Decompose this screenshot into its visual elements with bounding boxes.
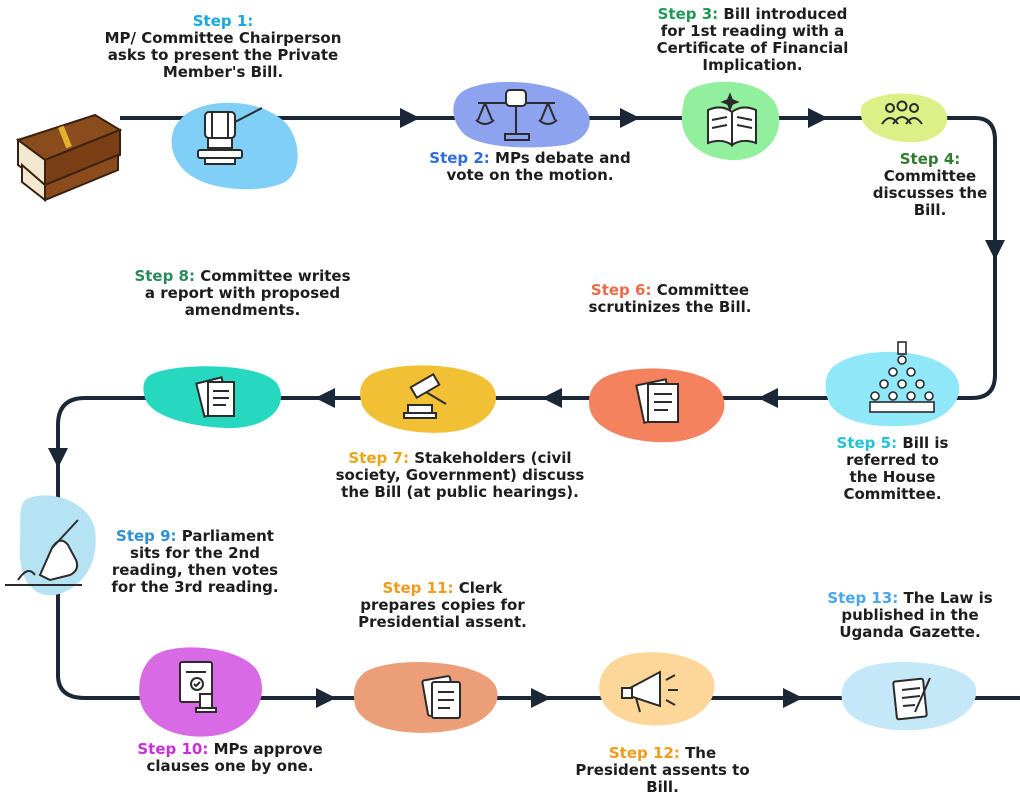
arrow-head xyxy=(315,388,335,408)
arrow-head xyxy=(48,448,68,468)
step5-blob xyxy=(825,351,960,427)
step-5-label: Step 5: xyxy=(836,434,898,452)
flow-path xyxy=(56,116,1020,700)
step1-blob xyxy=(171,102,298,190)
arrow-head xyxy=(542,388,562,408)
step-3-description: Bill introduced for 1st reading with a C… xyxy=(656,5,849,74)
step-2-label: Step 2: xyxy=(429,149,490,167)
assembly-crowd-icon xyxy=(869,341,935,413)
report-documents-icon xyxy=(195,376,235,418)
step-9-label: Step 9: xyxy=(116,527,177,545)
step-1-description: MP/ Committee Chairperson asks to presen… xyxy=(104,29,342,81)
step-12-text: Step 12: The President assents to Bill. xyxy=(575,745,750,796)
step-11-description: Clerk prepares copies for Presidential a… xyxy=(358,579,527,631)
step-13-text: Step 13: The Law is published in the Uga… xyxy=(820,590,1000,641)
arrow-head xyxy=(783,688,803,708)
step-4-description: Committee discusses the Bill. xyxy=(872,167,988,219)
megaphone-icon xyxy=(621,670,678,713)
step-3-text: Step 3: Bill introduced for 1st reading … xyxy=(645,6,860,74)
arrow-head xyxy=(758,388,778,408)
step-13-description: The Law is published in the Uganda Gazet… xyxy=(839,589,993,641)
gazette-document-icon xyxy=(892,677,931,721)
step-1-label: Step 1: xyxy=(192,12,254,30)
open-book-icon xyxy=(707,92,757,147)
gavel-icon xyxy=(403,372,447,419)
step-8-label: Step 8: xyxy=(134,267,195,285)
step-5-text: Step 5: Bill is referred to the House Co… xyxy=(830,435,955,503)
step-13-label: Step 13: xyxy=(827,589,899,607)
step-10-description: MPs approve clauses one by one. xyxy=(146,740,323,775)
arrow-head xyxy=(808,108,828,128)
step-2-text: Step 2: MPs debate and vote on the motio… xyxy=(415,150,645,184)
step-7-description: Stakeholders (civil society, Government)… xyxy=(335,449,585,501)
approved-certificate-icon xyxy=(179,661,217,713)
arrow-head xyxy=(531,688,551,708)
gavel-stamp-icon xyxy=(197,107,263,165)
step7-blob xyxy=(360,365,496,433)
step-6-text: Step 6: Committee scrutinizes the Bill. xyxy=(580,282,760,316)
step-9-description: Parliament sits for the 2nd reading, the… xyxy=(111,527,279,596)
step-8-description: Committee writes a report with proposed … xyxy=(144,267,351,319)
step-10-text: Step 10: MPs approve clauses one by one. xyxy=(120,741,340,775)
step-12-description: The President assents to Bill. xyxy=(575,744,750,796)
step-1-text: Step 1: MP/ Committee Chairperson asks t… xyxy=(88,13,358,81)
step-7-label: Step 7: xyxy=(348,449,409,467)
arrow-head xyxy=(400,108,420,128)
copies-documents-icon xyxy=(421,675,461,719)
step-4-label: Step 4: xyxy=(899,150,961,168)
step-4-text: Step 4: Committee discusses the Bill. xyxy=(855,151,1005,219)
step-12-label: Step 12: xyxy=(608,744,680,762)
step-10-label: Step 10: xyxy=(137,740,209,758)
documents-icon xyxy=(635,378,679,424)
step2-blob xyxy=(453,81,590,148)
step-8-text: Step 8: Committee writes a report with p… xyxy=(130,268,355,319)
committee-group-icon xyxy=(881,100,923,125)
step-9-text: Step 9: Parliament sits for the 2nd read… xyxy=(100,528,290,596)
step-2-description: MPs debate and vote on the motion. xyxy=(446,149,631,184)
step-3-label: Step 3: xyxy=(657,5,719,23)
flow-arrows xyxy=(48,108,1005,708)
step-6-label: Step 6: xyxy=(590,281,652,299)
books-icon xyxy=(15,113,123,203)
step-11-label: Step 11: xyxy=(382,579,454,597)
arrow-head xyxy=(620,108,640,128)
arrow-head xyxy=(985,240,1005,260)
step-5-description: Bill is referred to the House Committee. xyxy=(843,434,949,503)
arrow-head xyxy=(316,688,336,708)
step-6-description: Committee scrutinizes the Bill. xyxy=(588,281,752,316)
step-7-text: Step 7: Stakeholders (civil society, Gov… xyxy=(330,450,590,501)
signing-hand-icon xyxy=(5,519,82,586)
justice-scales-icon xyxy=(475,89,558,141)
step-11-text: Step 11: Clerk prepares copies for Presi… xyxy=(355,580,530,631)
